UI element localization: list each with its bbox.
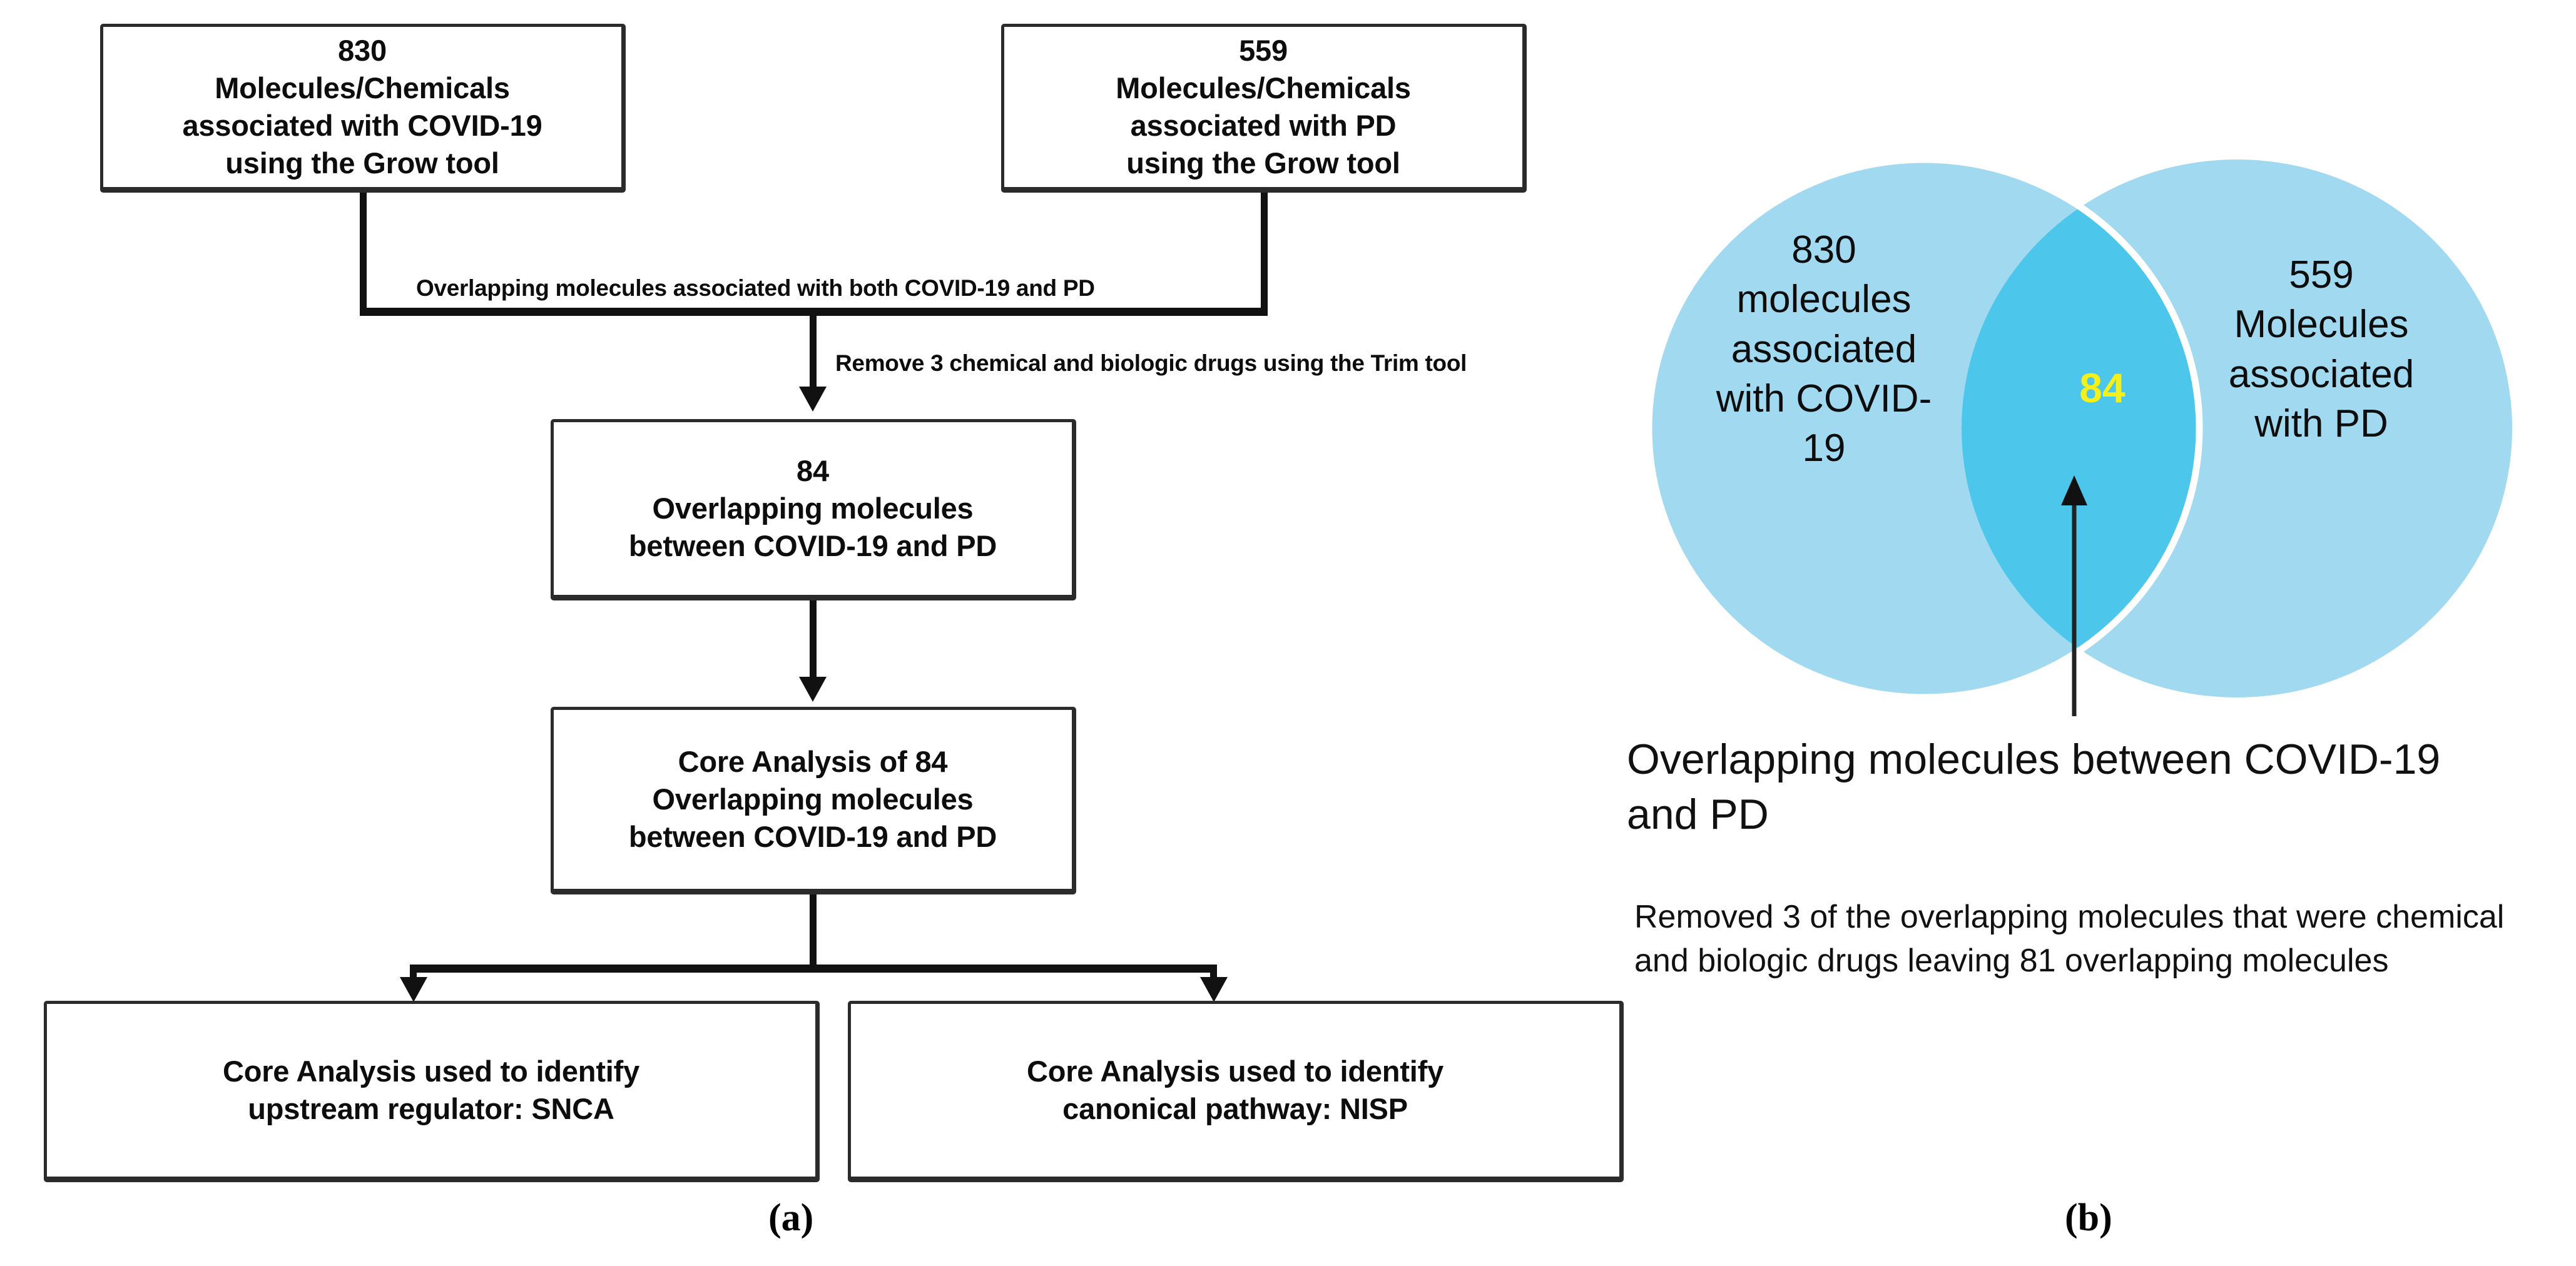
venn-right-line-4: with PD [2254, 402, 2388, 446]
arrowhead-trim-icon [799, 387, 827, 412]
connector-split-right [1210, 965, 1217, 983]
venn-left-line-3: associated [1731, 327, 1917, 371]
box-core-line-2: Overlapping molecules [652, 782, 974, 816]
connector-split-bar [410, 965, 1217, 973]
venn-diagram [1614, 160, 2540, 722]
box-snca-line-2: upstream regulator: SNCA [248, 1092, 614, 1125]
venn-note: Removed 3 of the overlapping molecules t… [1634, 899, 2505, 979]
venn-label-pd: 559 Molecules associated with PD [2146, 250, 2497, 448]
arrowhead-split-left-icon [400, 977, 427, 1002]
venn-left-count: 830 [1791, 228, 1856, 271]
box-covid-line-2: Molecules/Chemicals [215, 71, 510, 104]
connector-pd-drop [1261, 193, 1268, 315]
connector-covid-drop [360, 193, 367, 315]
flow-box-upstream-regulator-snca: Core Analysis used to identify upstream … [44, 1001, 820, 1182]
flow-box-covid-molecules: 830 Molecules/Chemicals associated with … [100, 24, 626, 193]
arrowhead-84-to-core-icon [799, 677, 827, 702]
venn-intersection-count: 84 [2079, 365, 2125, 411]
box-84-line-3: between COVID-19 and PD [628, 529, 997, 563]
box-core-line-3: between COVID-19 and PD [628, 820, 997, 854]
box-nisp-line-2: canonical pathway: NISP [1062, 1092, 1408, 1125]
venn-pointer-arrowhead-icon [2061, 475, 2087, 505]
venn-right-line-2: Molecules [2234, 303, 2409, 347]
venn-left-line-2: molecules [1736, 278, 1912, 322]
venn-right-count: 559 [2289, 253, 2354, 296]
venn-left-line-5: 19 [1802, 427, 1846, 470]
connector-trim-line [810, 308, 817, 391]
venn-svg [1645, 160, 2512, 716]
flow-box-pd-molecules: 559 Molecules/Chemicals associated with … [1001, 24, 1527, 193]
flow-box-canonical-pathway-nisp: Core Analysis used to identify canonical… [848, 1001, 1624, 1182]
box-nisp-line-1: Core Analysis used to identify [1026, 1054, 1444, 1088]
box-pd-line-3: associated with PD [1130, 109, 1397, 142]
box-pd-line-2: Molecules/Chemicals [1116, 71, 1411, 104]
box-covid-count: 830 [338, 33, 387, 67]
box-84-line-2: Overlapping molecules [652, 491, 974, 525]
box-snca-line-1: Core Analysis used to identify [222, 1054, 640, 1088]
box-pd-line-4: using the Grow tool [1126, 146, 1400, 180]
venn-label-covid: 830 molecules associated with COVID- 19 [1649, 225, 1999, 473]
connector-84-to-core [810, 600, 817, 681]
edge-label-merge: Overlapping molecules associated with bo… [416, 275, 1095, 301]
venn-right-line-3: associated [2228, 352, 2415, 396]
connector-core-drop [810, 894, 817, 970]
venn-divider-arc [1645, 160, 2203, 701]
box-covid-line-3: associated with COVID-19 [182, 109, 542, 142]
flow-box-core-analysis: Core Analysis of 84 Overlapping molecule… [551, 707, 1076, 894]
panel-label-b: (b) [2065, 1197, 2112, 1239]
connector-split-left [410, 965, 417, 983]
arrowhead-split-right-icon [1200, 977, 1228, 1002]
venn-left-line-4: with COVID- [1716, 377, 1932, 421]
flow-box-overlapping-84: 84 Overlapping molecules between COVID-1… [551, 419, 1076, 600]
box-covid-line-4: using the Grow tool [225, 146, 499, 180]
edge-label-trim: Remove 3 chemical and biologic drugs usi… [835, 350, 1467, 376]
panel-label-a: (a) [768, 1197, 814, 1239]
box-pd-count: 559 [1239, 33, 1288, 67]
box-core-line-1: Core Analysis of 84 [678, 744, 948, 778]
venn-caption: Overlapping molecules between COVID-19 a… [1627, 736, 2441, 839]
venn-intersection-lens [1962, 160, 2199, 697]
box-84-count: 84 [797, 453, 829, 487]
